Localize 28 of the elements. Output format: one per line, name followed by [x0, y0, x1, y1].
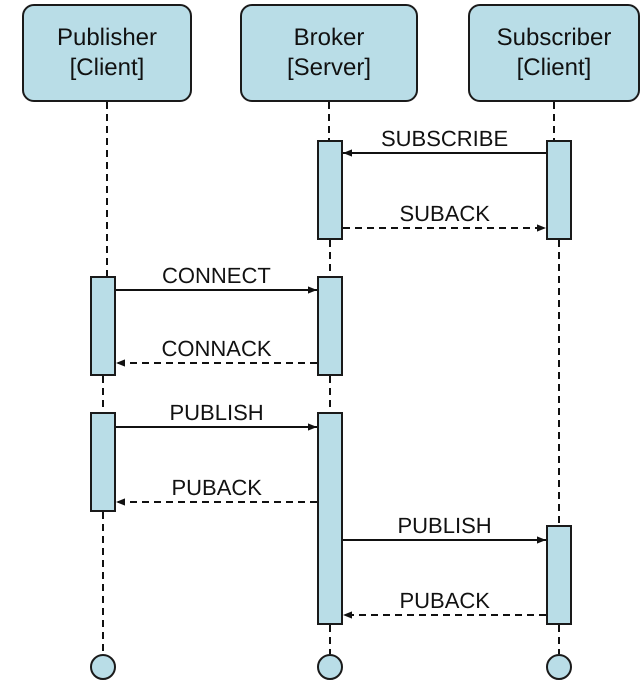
lifeline	[328, 102, 330, 140]
activation-bar	[317, 276, 343, 376]
activation-bar	[546, 140, 572, 240]
lifeline	[329, 625, 331, 654]
end-circle	[317, 654, 343, 680]
message-arrow	[116, 423, 317, 431]
activation-bar	[90, 276, 116, 376]
participant-box: Broker [Server]	[240, 4, 418, 102]
activation-bar	[317, 412, 343, 625]
lifeline	[553, 102, 555, 140]
activation-bar	[90, 412, 116, 512]
message-arrow	[116, 498, 317, 506]
message-arrow	[343, 536, 546, 544]
message-arrow	[116, 359, 317, 367]
message-arrow	[343, 224, 546, 232]
activation-bar	[546, 525, 572, 625]
message-arrow	[343, 149, 546, 157]
lifeline	[102, 512, 104, 654]
lifeline	[558, 625, 560, 654]
message-arrow	[343, 611, 546, 619]
end-circle	[546, 654, 572, 680]
end-circle	[90, 654, 116, 680]
lifeline	[558, 240, 560, 525]
activation-bar	[317, 140, 343, 240]
participant-box: Publisher [Client]	[22, 4, 192, 102]
message-arrow	[116, 286, 317, 294]
participant-box: Subscriber [Client]	[468, 4, 640, 102]
lifeline	[106, 102, 108, 276]
